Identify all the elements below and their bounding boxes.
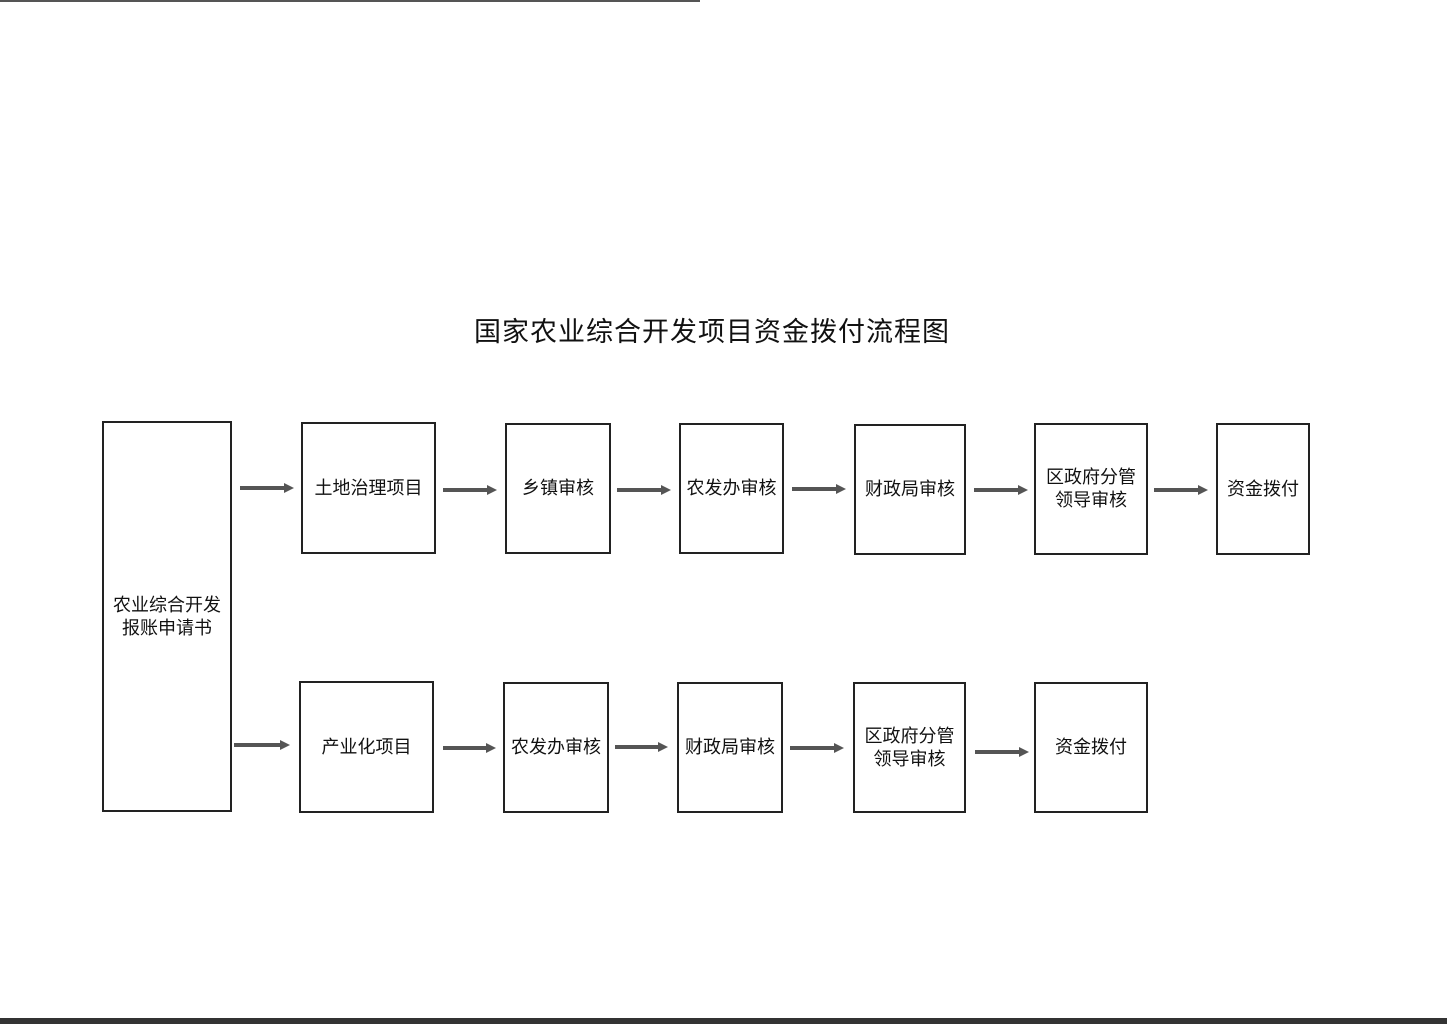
right-arrow-icon [617, 485, 671, 495]
row2-node-3: 财政局审核 [677, 682, 783, 813]
row1-node-6: 资金拨付 [1216, 423, 1310, 555]
start-node-label: 农业综合开发 报账申请书 [113, 594, 221, 639]
start-node: 农业综合开发 报账申请书 [102, 421, 232, 812]
row2-node-4: 区政府分管 领导审核 [853, 682, 966, 813]
right-arrow-icon [792, 484, 846, 494]
right-arrow-icon [615, 742, 668, 752]
diagram-title: 国家农业综合开发项目资金拨付流程图 [474, 317, 950, 348]
scan-edge-top [0, 0, 700, 2]
row2-node-1-label: 产业化项目 [321, 736, 412, 758]
row1-node-2: 乡镇审核 [505, 423, 611, 554]
row1-node-5: 区政府分管 领导审核 [1034, 423, 1148, 555]
row1-node-1-label: 土地治理项目 [314, 477, 423, 499]
right-arrow-icon [974, 485, 1028, 495]
right-arrow-icon [443, 743, 496, 753]
scan-edge-bottom [0, 1018, 1447, 1024]
row2-node-5-label: 资金拨付 [1055, 737, 1127, 758]
right-arrow-icon [790, 743, 844, 753]
right-arrow-icon [240, 483, 294, 493]
row2-node-1: 产业化项目 [299, 681, 434, 813]
right-arrow-icon [975, 747, 1029, 757]
row2-node-4-label: 区政府分管 领导审核 [864, 725, 955, 770]
row1-node-4: 财政局审核 [854, 424, 966, 555]
row1-node-4-label: 财政局审核 [865, 479, 955, 500]
right-arrow-icon [443, 485, 497, 495]
right-arrow-icon [1154, 485, 1208, 495]
row1-node-2-label: 乡镇审核 [522, 478, 594, 499]
row1-node-3-label: 农发办审核 [686, 478, 777, 499]
row2-node-2-label: 农发办审核 [511, 737, 601, 758]
row1-node-3: 农发办审核 [679, 423, 784, 554]
row1-node-6-label: 资金拨付 [1227, 478, 1299, 500]
row1-node-1: 土地治理项目 [301, 422, 436, 554]
right-arrow-icon [234, 740, 290, 750]
row1-node-5-label: 区政府分管 领导审核 [1046, 467, 1136, 511]
row2-node-5: 资金拨付 [1034, 682, 1148, 813]
row2-node-2: 农发办审核 [503, 682, 609, 813]
row2-node-3-label: 财政局审核 [685, 737, 775, 758]
